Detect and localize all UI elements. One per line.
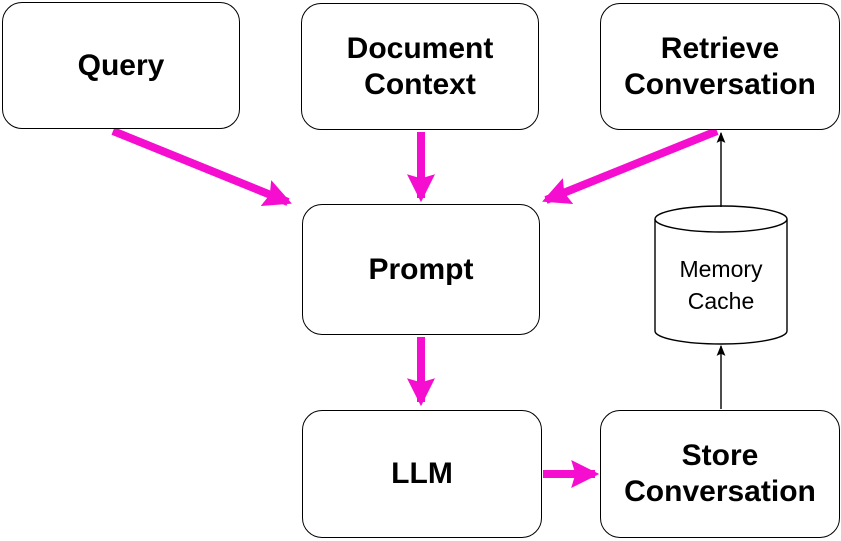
node-llm: LLM [302,410,542,538]
edge-retrieve-conversation-to-prompt [542,127,719,205]
node-document-context: Document Context [301,3,539,130]
cylinder-top [654,205,788,233]
node-document-context-label: Document Context [346,31,494,101]
node-retrieve-conversation-label: Retrieve Conversation [624,31,816,101]
edge-query-to-prompt [111,127,292,207]
node-memory-cache-label: Memory Cache [679,256,763,315]
node-llm-label: LLM [391,457,453,490]
cylinder-body [654,219,788,345]
node-store-conversation-label: Store Conversation [624,439,816,508]
node-retrieve-conversation: Retrieve Conversation [600,3,840,130]
node-query-label: Query [77,48,165,82]
node-prompt-label: Prompt [368,252,474,286]
node-store-conversation: Store Conversation [600,410,840,538]
node-query: Query [2,2,240,129]
node-prompt: Prompt [302,204,540,335]
